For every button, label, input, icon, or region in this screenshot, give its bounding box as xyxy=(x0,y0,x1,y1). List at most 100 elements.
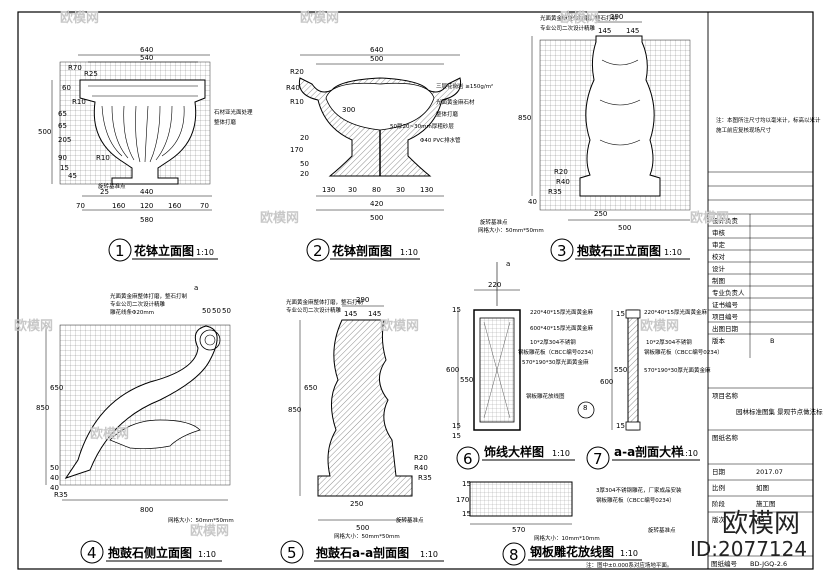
dim-text: 25 xyxy=(100,188,109,196)
dim-text: 145 xyxy=(368,310,381,318)
drawing-no: BD-JGQ-2.6 xyxy=(750,560,787,568)
drum-section-outline xyxy=(317,319,413,497)
note-text: 雕花线条Φ20mm xyxy=(110,308,154,316)
drawing-number: 8 xyxy=(509,546,519,564)
drawing-scale: 1:10 xyxy=(680,449,698,458)
dim-text: 30 xyxy=(396,186,405,194)
drawing-title: 花钵剖面图 xyxy=(332,243,392,258)
note-text: 600*40*15厚光面黄金麻 xyxy=(530,324,593,332)
drawing-scale: 1:10 xyxy=(620,549,638,558)
drawing-frame xyxy=(17,11,814,570)
dim-text: R35 xyxy=(418,474,432,482)
note-text: 三层花岗岩 ≥150g/m² xyxy=(436,82,493,90)
note-text: 光面黄金麻整体打磨，整石打制 xyxy=(110,292,188,300)
drawing-title: a-a剖面大样 xyxy=(614,444,683,459)
note-text: 光面黄金麻整体打磨，整石打制 xyxy=(286,298,364,306)
dim-text: R20 xyxy=(414,454,428,462)
detail-callout-number: 8 xyxy=(583,404,587,412)
dim-text: 20 xyxy=(300,134,309,142)
note-text: 50厚20~30mm厚粗砂层 xyxy=(390,122,454,130)
carved-panel-grid xyxy=(469,481,573,517)
drawing-number-circle xyxy=(108,238,132,262)
drawing-scale: 1:10 xyxy=(552,449,570,458)
dim-text: 30 xyxy=(348,186,357,194)
dim-text: 15 xyxy=(616,422,625,430)
dim-text: a xyxy=(194,284,198,292)
dim-text: 50 xyxy=(222,307,231,315)
note-text: 专业公司二次设计精雕 xyxy=(540,24,596,32)
watermarks: 欧模网 欧模网 欧模网 欧模网 欧模网 欧模网 欧模网 欧模网 欧模网 欧模网 … xyxy=(14,10,807,561)
drawing-7-section-detail: 15 550 600 15 220*40*15厚光面黄金麻 10*2厚304不锈… xyxy=(586,308,723,470)
drawing-number-circle xyxy=(306,238,330,262)
titleblock-info-value: A3 xyxy=(756,516,765,524)
dim-text: 50 xyxy=(212,307,221,315)
drawing-4-drum-stone-side: a 50 50 50 650 850 50 40 40 R35 800 光面黄金… xyxy=(36,284,234,564)
dim-text: 145 xyxy=(626,27,639,35)
dim-text: 65 xyxy=(58,110,67,118)
titleblock-row-label: 设计负责 xyxy=(712,216,739,225)
dim-text: a xyxy=(506,260,510,268)
drawing-no-label: 图纸编号 xyxy=(711,559,738,568)
dim-text: 290 xyxy=(356,296,369,304)
dim-text: R20 xyxy=(290,68,304,76)
note-text: 钢板雕花板（CBCC编号0234） xyxy=(596,496,675,504)
drawing-number: 6 xyxy=(463,450,473,468)
note-text: 570*190*30厚光面黄金麻 xyxy=(522,358,589,366)
watermark-text: 欧模网 xyxy=(690,210,729,226)
note-text: 3厚304不锈钢雕花，厂家成品安装 xyxy=(596,486,682,494)
dim-text: 45 xyxy=(68,172,77,180)
dim-text: 120 xyxy=(140,202,153,210)
drawing-number: 3 xyxy=(557,242,567,260)
dim-text: 145 xyxy=(598,27,611,35)
dim-text: 850 xyxy=(288,406,301,414)
dim-text: R35 xyxy=(54,491,68,499)
note-text: 旋转基准点 xyxy=(648,526,676,534)
titleblock-note: 施工前应复核现场尺寸 xyxy=(716,126,772,134)
drawing-title: 抱鼓石侧立面图 xyxy=(108,545,192,560)
dim-text: 500 xyxy=(618,224,631,232)
watermark-text: 欧模网 xyxy=(560,10,599,26)
titleblock-note: 注：本图所注尺寸均以毫米计，标高以米计 xyxy=(716,116,821,124)
drawing-1-flower-pot-elevation: 640 540 R70 R25 60 R10 65 65 205 90 500 … xyxy=(38,46,253,262)
carved-flower xyxy=(109,419,201,450)
dim-text: 500 xyxy=(38,128,51,136)
project-label: 项目名称 xyxy=(712,391,739,400)
dim-text: 500 xyxy=(370,55,383,63)
titleblock-row-label: 项目编号 xyxy=(712,312,739,321)
dim-text: 300 xyxy=(342,106,355,114)
drawing-scale: 1:10 xyxy=(400,248,418,257)
dim-text: 580 xyxy=(140,216,153,224)
note-text: 网格大小：10mm*10mm xyxy=(534,534,600,542)
titleblock-info-value: 如图 xyxy=(756,483,769,492)
flower-pot-outline xyxy=(79,79,206,185)
titleblock-info-key: 版次 xyxy=(712,515,726,524)
dim-text: 40 xyxy=(528,198,537,206)
dim-text: 640 xyxy=(140,46,153,54)
note-text: 光面黄金麻整体打磨，整石打制 xyxy=(540,14,618,22)
dim-text: 15 xyxy=(60,164,69,172)
titleblock: 注：本图所注尺寸均以毫米计，标高以米计 施工前应复核现场尺寸 设计负责审核审定校… xyxy=(708,116,823,568)
drawing-number: 5 xyxy=(287,544,297,562)
titleblock-row-label: 版本 xyxy=(712,336,726,345)
note-text: 10*2厚304不锈钢 xyxy=(646,338,692,346)
titleblock-row-label: 审定 xyxy=(712,240,726,249)
watermark-text: 欧模网 xyxy=(380,318,419,334)
dim-text: 440 xyxy=(140,188,153,196)
note-text: 网格大小：50mm*50mm xyxy=(334,532,400,540)
note-text: 网格大小：50mm*50mm xyxy=(478,226,544,234)
watermark-text: 欧模网 xyxy=(90,426,129,442)
drawing-title: 花钵立面图 xyxy=(134,243,194,258)
dim-text: 800 xyxy=(140,506,153,514)
note-text: 旋转基准点 xyxy=(480,218,508,226)
dim-text: R25 xyxy=(84,70,98,78)
dim-text: 20 xyxy=(300,170,309,178)
dim-text: 600 xyxy=(600,378,613,386)
watermark-text: 欧模网 xyxy=(14,318,53,334)
drawing-scale: 1:10 xyxy=(196,248,214,257)
drawing-label: 图纸名称 xyxy=(712,433,739,442)
dim-text: 850 xyxy=(36,404,49,412)
drawing-5-drum-stone-section: 290 145 145 650 850 R20 R40 R35 250 500 … xyxy=(280,296,444,564)
